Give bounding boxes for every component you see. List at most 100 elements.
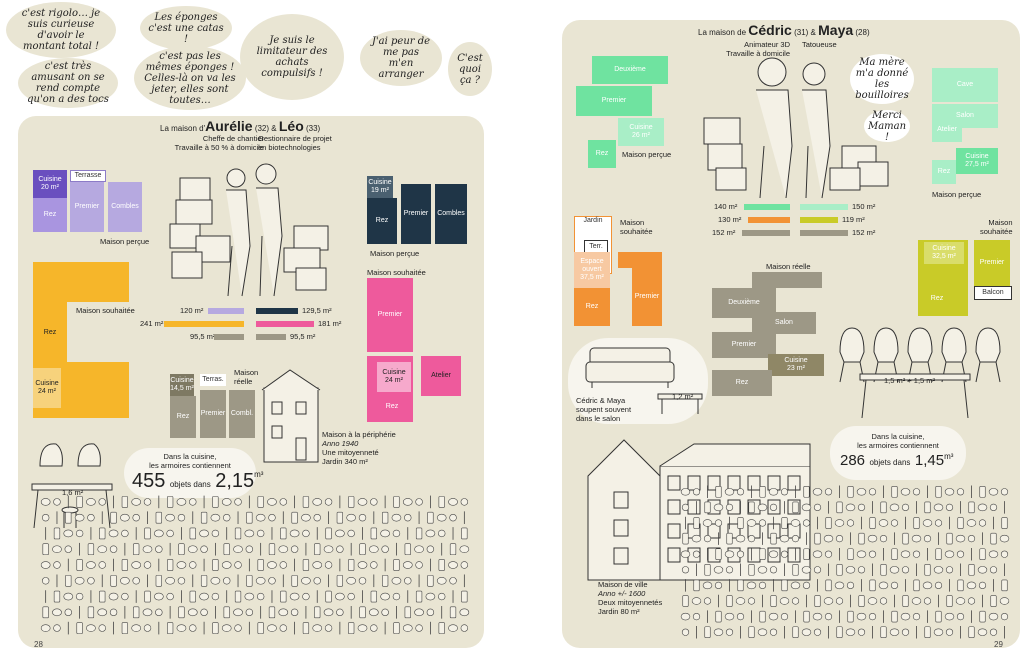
kitchen-object-icon [64, 608, 72, 617]
kitchen-object-icon [121, 622, 128, 634]
right-page: La maison de Cédric (31) & Maya (28) Ani… [512, 0, 1024, 656]
kitchen-object-icon [244, 529, 255, 538]
kitchen-object-icon [977, 628, 988, 636]
kitchen-object-icon [911, 534, 922, 543]
kitchen-object-icon [257, 622, 264, 634]
area-bar [164, 321, 244, 327]
kitchen-object-icon [692, 613, 701, 621]
room-rez: Rez [930, 295, 944, 302]
kitchen-object-icon [312, 561, 323, 569]
kitchen-object-icon [200, 574, 208, 587]
kitchen-object-icon [42, 606, 49, 619]
sofa-note: Cédric & Maya soupent souvent dans le sa… [576, 396, 632, 423]
kitchen-object-icon [735, 597, 746, 605]
kitchen-object-icon [121, 529, 129, 538]
kitchen-object-icon [946, 595, 953, 607]
kitchen-object-icon [87, 543, 95, 556]
kitchen-object-icon [40, 561, 51, 569]
kitchen-object-icon [40, 498, 51, 506]
kitchen-object-icon [759, 610, 766, 623]
kitchen-object-icon [847, 486, 854, 498]
kitchen-object-icon [200, 608, 208, 617]
kitchen-object-icon [812, 612, 823, 621]
speech-bubble: Merci Maman ! [864, 110, 910, 143]
kitchen-object-icon [143, 498, 152, 506]
kitchen-object-icon [856, 550, 867, 558]
kitchen-object-icon [781, 579, 788, 592]
kitchen-object-icon [177, 513, 186, 522]
table-area: 1,6 m² [62, 488, 84, 497]
kitchen-object-icon [402, 561, 413, 569]
kitchen-object-icon [448, 561, 458, 569]
kitchen-object-icon [370, 561, 378, 569]
kitchen-count: 286 objets dans 1,45m³ [840, 452, 954, 469]
kitchen-object-icon [155, 608, 163, 617]
room-premier: Premier [712, 332, 776, 358]
speech-bubble: c'est pas les mêmes éponges ! Celles-là … [134, 46, 246, 110]
kitchen-object-icon [404, 543, 411, 556]
room-atelier: Atelier [932, 118, 962, 142]
kitchen-object-icon [759, 548, 766, 560]
kitchen-object-icon [143, 624, 152, 632]
kitchen-object-icon [922, 519, 933, 527]
window-icon [667, 547, 681, 563]
kitchen-object-icon [890, 519, 899, 527]
kitchen-object-icon [98, 624, 106, 632]
kitchen-object-icon [835, 534, 844, 543]
kitchen-object-icon [880, 501, 887, 514]
kitchen-object-icon [900, 550, 911, 558]
kitchen-object-icon [348, 559, 355, 571]
kitchen-object-icon [132, 513, 140, 522]
kitchen-object-icon [999, 597, 1010, 605]
kitchen-object-icon [923, 534, 932, 543]
kitchen-object-icon [1001, 579, 1008, 592]
kitchen-object-icon [736, 613, 745, 621]
kitchen-object-icon [714, 581, 723, 589]
kitchen-object-icon [278, 545, 289, 553]
kitchen-object-icon [41, 513, 50, 522]
window-icon [707, 475, 721, 491]
kitchen-object-icon [768, 488, 779, 496]
kitchen-object-icon [857, 566, 866, 574]
kitchen-object-icon [945, 628, 954, 636]
kitchen-object-icon [392, 592, 401, 601]
area-bar [800, 204, 848, 210]
wished-house-maya: Cuisine 32,5 m² Rez Premier Balcon [918, 240, 1012, 316]
kitchen-object-icon [880, 626, 887, 638]
kitchen-object-icon [415, 590, 423, 603]
kitchen-object-icon [901, 566, 910, 574]
kitchen-object-icon [234, 624, 242, 632]
kitchen-object-icon [459, 545, 470, 553]
real-label: Maison réelle [766, 262, 811, 271]
kitchen-object-icon [425, 592, 436, 601]
kitchen-object-icon [945, 503, 954, 512]
kitchen-object-icon [923, 597, 932, 605]
kitchen-object-icon [978, 581, 987, 589]
kitchen-object-icon [857, 503, 866, 512]
kitchen-object-icon [438, 529, 446, 538]
kitchen-object-icon [846, 519, 855, 527]
kitchen-object-icon [825, 517, 832, 529]
area-bar [744, 204, 790, 210]
window-icon [667, 523, 681, 539]
kitchen-object-icon [715, 548, 722, 560]
kitchen-object-icon [461, 527, 468, 540]
kitchen-object-icon [460, 561, 469, 569]
area-bar [748, 217, 790, 223]
kitchen-object-icon [189, 498, 197, 506]
room-rez: Rez [385, 403, 399, 410]
kitchen-object-icon [934, 581, 943, 589]
room-rez: Rez [367, 198, 397, 244]
kitchen-object-icon [768, 612, 779, 621]
kitchen-object-icon [737, 579, 744, 592]
speech-bubble: J'ai peur de me pas m'en arranger [360, 30, 442, 86]
kitchen-object-icon [187, 608, 198, 617]
kitchen-object-icon [347, 592, 355, 601]
kitchen-object-icon [1000, 488, 1009, 496]
kitchen-object-icon [770, 595, 777, 607]
kitchen-object-icon [86, 624, 96, 632]
speech-bubble: Ma mère m'a donné les bouilloires [850, 54, 914, 104]
kitchen-object-icon [680, 488, 691, 496]
area-bar [256, 308, 298, 314]
kitchen-object-icon [680, 550, 691, 558]
